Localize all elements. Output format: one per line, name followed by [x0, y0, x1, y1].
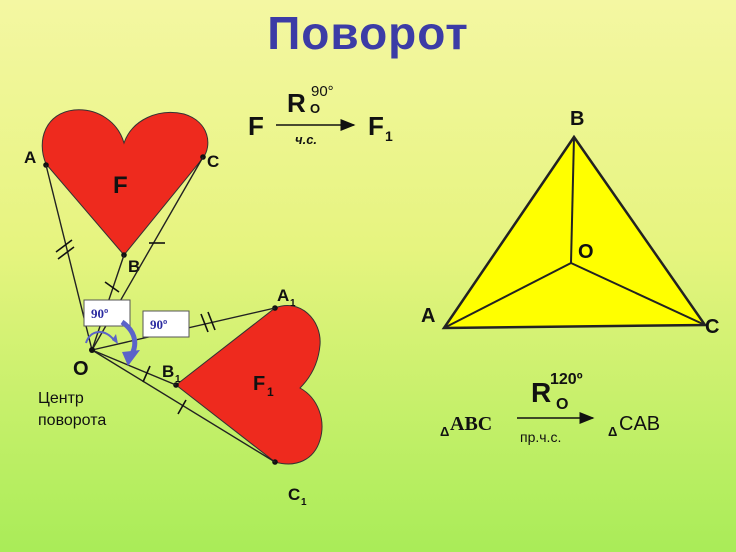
notation-angle: 90°: [311, 83, 334, 100]
rotation-arrows: [85, 319, 140, 366]
notation2-from: ABC: [450, 413, 492, 435]
triangle-abc: B A C O: [421, 108, 719, 338]
ray-oc1: [91, 349, 276, 463]
tick-oa-2: [57, 246, 75, 260]
triangle-center-o: O: [578, 241, 594, 263]
ray-ob1: [91, 349, 177, 386]
center-o-label: O: [73, 358, 89, 380]
heart-f1-shape: [175, 305, 323, 465]
point-c-label: C: [207, 152, 219, 171]
segment-oa: [443, 262, 572, 329]
point-a1-label: A: [277, 286, 289, 305]
tick-ob1-1: [142, 365, 151, 383]
notation2-delta-right: Δ: [608, 424, 617, 439]
tick-oa1-2: [207, 311, 216, 331]
tick-oc1-1: [177, 399, 187, 415]
notation-to-sub: 1: [385, 128, 393, 144]
rotation-arc-small-head: [112, 334, 118, 344]
tick-marks: [55, 239, 216, 415]
angle-box-2-text: 90º: [150, 317, 167, 332]
heart-f-shape: [41, 109, 209, 256]
rotation-notation-bottom: Δ ABC R O 120º пр.ч.с. Δ CAB: [440, 371, 660, 445]
heart-f-label: F: [113, 172, 128, 199]
heart-f1-label-sub: 1: [267, 385, 274, 399]
notation2-r: R: [531, 377, 551, 408]
angle-box-1-text: 90º: [91, 306, 108, 321]
point-b1-sub: 1: [175, 374, 181, 385]
rotation-arc-small: [85, 331, 115, 344]
tick-oa1-1: [200, 313, 209, 333]
page-title: Поворот: [267, 7, 469, 59]
heart-f1-label: F: [253, 373, 265, 395]
angle-box-2: [142, 310, 190, 338]
point-c1-label: C: [288, 485, 300, 504]
tick-ob-1: [104, 281, 120, 293]
notation-from: F: [248, 111, 264, 141]
center-caption-line1: Центр: [38, 390, 84, 407]
tick-oa-1: [55, 239, 73, 253]
segment-oc: [570, 262, 706, 326]
notation2-center: O: [556, 396, 568, 413]
point-b-label: B: [128, 257, 140, 276]
notation-direction: ч.с.: [295, 132, 317, 147]
point-c1-sub: 1: [301, 497, 307, 508]
point-b1-label: B: [162, 362, 174, 381]
rotation-notation-top: F R O 90° ч.с. F 1: [248, 83, 393, 147]
heart-f: F A B C: [24, 109, 219, 276]
notation-to: F: [368, 111, 384, 141]
triangle-vertex-a: A: [421, 305, 435, 327]
notation2-direction: пр.ч.с.: [520, 429, 561, 445]
notation2-delta-left: Δ: [440, 424, 449, 439]
point-a-label: A: [24, 148, 36, 167]
notation-r: R: [287, 88, 306, 118]
notation-center: O: [310, 101, 320, 116]
notation2-to: CAB: [619, 413, 660, 435]
notation2-angle: 120º: [550, 371, 583, 388]
rotation-arc-large-head: [122, 350, 140, 366]
heart-f1: F 1 A 1 B 1 C 1: [162, 286, 323, 508]
triangle-vertex-b: B: [570, 108, 584, 130]
center-o-point: [89, 347, 95, 353]
center-caption-line2: поворота: [38, 412, 106, 429]
segment-ob: [570, 136, 575, 264]
rotation-arc-large: [120, 319, 138, 356]
triangle-shape: [441, 134, 708, 330]
triangle-vertex-c: C: [705, 316, 719, 338]
point-a1-sub: 1: [290, 298, 296, 309]
